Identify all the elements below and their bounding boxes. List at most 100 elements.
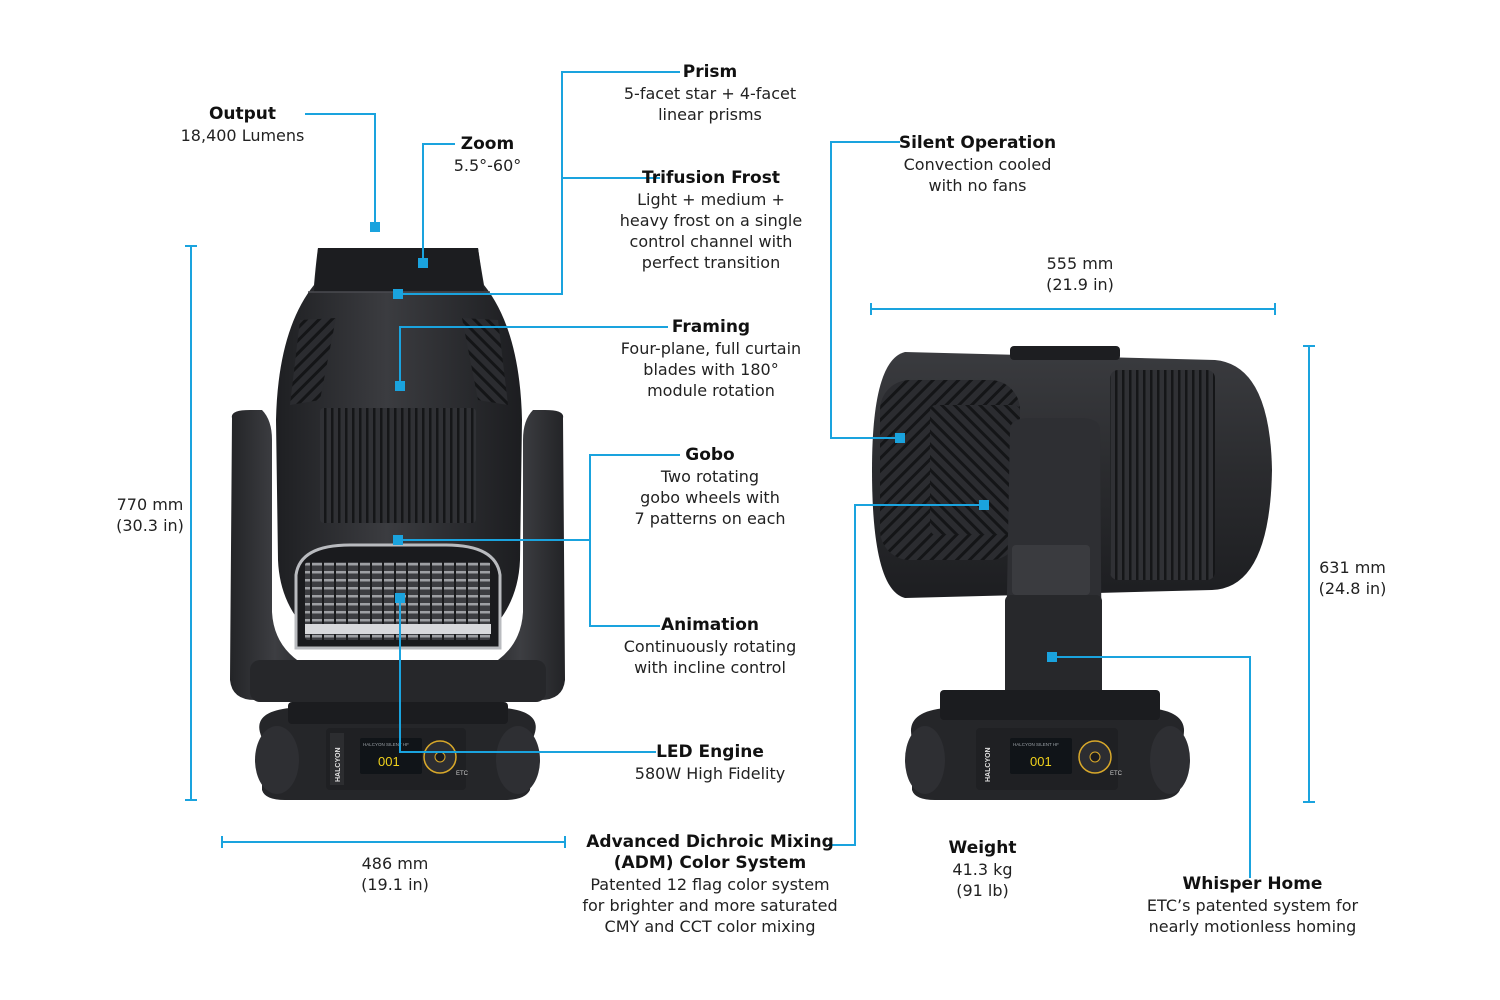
side-yoke-clamp [1012,545,1090,595]
label-gobo-title: Gobo [685,445,735,465]
label-gobo-line-2: gobo wheels with [640,488,780,507]
dim-front-width-label: 486 mm (19.1 in) [345,853,445,895]
label-whisper-title: Whisper Home [1182,874,1323,894]
marker-whisper [1047,652,1057,662]
front-yoke-left-arm [230,410,320,700]
marker-output [370,222,380,232]
dim-side-height-mm: 631 mm [1319,558,1386,577]
label-weight: Weight 41.3 kg (91 lb) [920,838,1045,901]
label-trifusion-line-1: Light + medium + [637,190,785,209]
dim-side-height-in: (24.8 in) [1318,579,1387,598]
label-framing-title: Framing [671,317,751,337]
leader-gobo [398,454,680,541]
leader-prism [398,71,680,295]
label-led-title: LED Engine [656,742,764,762]
label-animation-line-2: with incline control [634,658,786,677]
front-yoke-bridge [250,660,546,702]
label-trifusion-line-2: heavy frost on a single [619,211,803,230]
side-base-top [940,690,1160,720]
marker-gobo [393,535,403,545]
front-view-fixture: HALCYON HALCYON SILENT HF 001 ETC [230,248,565,800]
side-head-top-hatch [1010,346,1120,360]
side-body-vent [1110,370,1215,580]
label-output-title: Output [208,104,277,124]
label-prism-line-2: linear prisms [658,105,762,124]
label-silent-line-2: with no fans [928,176,1027,195]
front-rear-grille [320,408,476,523]
label-framing-line-2: blades with 180° [643,360,779,379]
leader-led [399,598,656,753]
front-vent-left [290,318,336,405]
label-whisper: Whisper Home ETC’s patented system for n… [1135,874,1370,937]
label-animation: Animation Continuously rotating with inc… [600,615,820,678]
label-animation-line-1: Continuously rotating [623,637,797,656]
front-head-top [314,248,484,292]
front-lcd [360,738,422,774]
front-base-right-foot [496,726,540,794]
leader-whisper [1052,656,1251,878]
dim-side-width-label: 555 mm (21.9 in) [1030,253,1130,295]
label-framing-line-3: module rotation [647,381,775,400]
marker-adm [979,500,989,510]
side-rear-vent-inner [930,405,1020,535]
callout-markers [370,222,1057,662]
front-base-left-foot [255,726,299,794]
side-yoke-lower [1005,595,1102,700]
label-silent-title: Silent Operation [898,133,1057,153]
label-weight-title: Weight [948,838,1017,858]
marker-prism [393,289,403,299]
dim-front-width-mm: 486 mm [361,854,429,873]
front-lcd-address: 001 [378,754,400,769]
label-zoom-title: Zoom [460,134,515,154]
label-silent: Silent Operation Convection cooled with … [880,133,1075,196]
label-led-engine: LED Engine 580W High Fidelity [600,742,820,784]
side-lcd-address: 001 [1030,754,1052,769]
label-prism-title: Prism [682,62,738,82]
marker-zoom [418,258,428,268]
leader-adm [828,504,984,846]
label-gobo-line-3: 7 patterns on each [634,509,786,528]
label-silent-line-1: Convection cooled [903,155,1052,174]
label-zoom-line: 5.5°-60° [453,156,522,175]
leader-silent [830,141,900,439]
leader-output [305,113,376,228]
label-prism-line-1: 5-facet star + 4-facet [623,84,797,103]
label-led-line: 580W High Fidelity [634,764,786,783]
side-brand-text: HALCYON [985,747,992,782]
leader-zoom [422,143,455,262]
dim-side-width-mm: 555 mm [1046,254,1114,273]
side-lcd-header: HALCYON SILENT HF [1013,742,1059,747]
label-trifusion-title: Trifusion Frost [642,168,780,188]
dim-front-height-mm: 770 mm [116,495,184,514]
label-trifusion-line-4: perfect transition [641,253,781,272]
side-lcd [1010,738,1072,774]
front-led-glow [305,624,491,634]
marker-led [395,593,405,603]
label-adm-line-2: for brighter and more saturated [582,896,838,915]
front-lcd-header: HALCYON SILENT HF [363,742,409,747]
front-vent-right [462,318,508,405]
label-output: Output 18,400 Lumens [160,104,325,146]
dim-side-width-in: (21.9 in) [1046,275,1114,294]
side-maker-label: ETC [1110,771,1123,777]
marker-silent [895,433,905,443]
label-trifusion-line-3: control channel with [629,232,793,251]
label-gobo: Gobo Two rotating gobo wheels with 7 pat… [600,445,820,529]
label-animation-title: Animation [660,615,759,635]
callout-lines [305,71,1251,878]
label-whisper-line-1: ETC’s patented system for [1146,896,1359,915]
label-adm: Advanced Dichroic Mixing (ADM) Color Sys… [560,832,860,937]
front-brand-text: HALCYON [335,747,342,782]
dim-front-height-in: (30.3 in) [116,516,184,535]
front-yoke-right-arm [475,410,565,700]
side-view-fixture: HALCYON HALCYON SILENT HF 001 ETC [872,346,1272,800]
front-brand-strip [330,733,344,785]
side-base-right-foot [1150,726,1190,794]
label-trifusion: Trifusion Frost Light + medium + heavy f… [596,168,826,273]
label-zoom: Zoom 5.5°-60° [430,134,545,176]
label-prism: Prism 5-facet star + 4-facet linear pris… [600,62,820,125]
label-output-line: 18,400 Lumens [180,126,305,145]
leader-animation [589,540,660,627]
label-framing: Framing Four-plane, full curtain blades … [596,317,826,401]
label-weight-line-1: 41.3 kg [952,860,1013,879]
